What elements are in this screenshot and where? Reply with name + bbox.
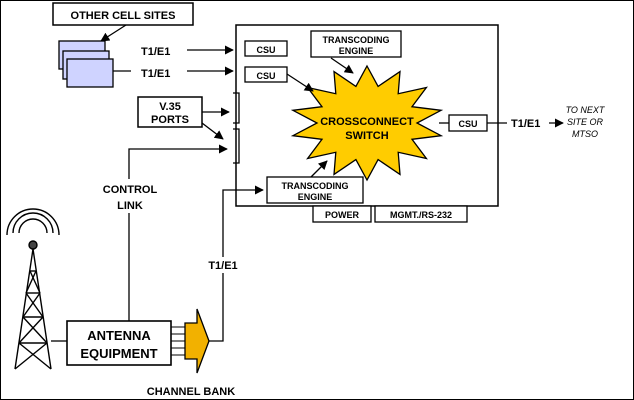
t1e1-out-bg bbox=[507, 115, 549, 129]
svg-text:ENGINE: ENGINE bbox=[339, 46, 374, 56]
antenna-equipment-box: ANTENNA EQUIPMENT bbox=[66, 320, 172, 366]
t1e1-vertical-label: T1/E1 bbox=[208, 260, 237, 272]
csu-box-1: CSU bbox=[244, 40, 288, 57]
channel-bank-label: CHANNEL BANK bbox=[147, 386, 235, 398]
svg-text:CROSSCONNECT: CROSSCONNECT bbox=[320, 116, 414, 128]
svg-text:ENGINE: ENGINE bbox=[298, 192, 333, 202]
control-link-bg bbox=[99, 179, 161, 213]
crossconnect-switch: CROSSCONNECT SWITCH bbox=[290, 64, 444, 182]
svg-text:TO NEXT: TO NEXT bbox=[566, 105, 606, 115]
other-cell-sites-label: OTHER CELL SITES bbox=[52, 2, 194, 26]
t1e1-vertical-bg bbox=[201, 257, 245, 273]
port-bracket-2 bbox=[233, 128, 240, 164]
v35-ports-box: V.35 PORTS bbox=[137, 96, 203, 128]
svg-text:EQUIPMENT: EQUIPMENT bbox=[80, 346, 157, 361]
svg-text:MTSO: MTSO bbox=[572, 129, 598, 139]
csu-box-right: CSU bbox=[448, 114, 488, 132]
csu2-to-switch-arrow bbox=[286, 73, 314, 92]
transcoder-bottom-to-switch-arrow bbox=[310, 160, 328, 178]
to-next-site-label: TO NEXT SITE OR MTSO bbox=[566, 105, 606, 139]
svg-text:PORTS: PORTS bbox=[151, 114, 189, 126]
control-link-label-1: CONTROL bbox=[103, 184, 158, 196]
svg-text:MGMT./RS-232: MGMT./RS-232 bbox=[390, 210, 452, 220]
svg-text:SWITCH: SWITCH bbox=[345, 130, 388, 142]
svg-text:CSU: CSU bbox=[458, 119, 477, 129]
channel-bank-icon bbox=[171, 308, 210, 374]
svg-text:POWER: POWER bbox=[325, 210, 360, 220]
svg-text:OTHER CELL SITES: OTHER CELL SITES bbox=[71, 10, 176, 22]
transcoding-engine-top: TRANSCODING ENGINE bbox=[310, 30, 402, 58]
cell-sites-icon bbox=[58, 40, 114, 88]
transcoding-engine-bottom: TRANSCODING ENGINE bbox=[266, 176, 364, 204]
sites-pointer-arrow bbox=[100, 24, 127, 42]
control-link-label-2: LINK bbox=[117, 200, 143, 212]
t1e1-link-label-1: T1/E1 bbox=[141, 46, 170, 58]
port-bracket-1 bbox=[233, 92, 240, 124]
transcoder-to-switch-arrow bbox=[330, 57, 354, 74]
svg-text:ANTENNA: ANTENNA bbox=[87, 328, 151, 343]
t1e1-out-label: T1/E1 bbox=[511, 118, 540, 130]
svg-text:TRANSCODING: TRANSCODING bbox=[323, 35, 390, 45]
svg-text:V.35: V.35 bbox=[159, 101, 181, 113]
csu-box-2: CSU bbox=[244, 66, 288, 83]
svg-text:CSU: CSU bbox=[256, 71, 275, 81]
control-link-line bbox=[128, 144, 228, 321]
svg-text:SITE OR: SITE OR bbox=[567, 117, 604, 127]
antenna-tower-icon bbox=[6, 208, 60, 370]
v35-arrow-2 bbox=[201, 122, 224, 140]
svg-text:CSU: CSU bbox=[256, 45, 275, 55]
svg-text:TRANSCODING: TRANSCODING bbox=[282, 181, 349, 191]
power-box: POWER bbox=[312, 205, 372, 223]
mgmt-box: MGMT./RS-232 bbox=[374, 205, 468, 223]
t1e1-link-label-2: T1/E1 bbox=[141, 68, 170, 80]
